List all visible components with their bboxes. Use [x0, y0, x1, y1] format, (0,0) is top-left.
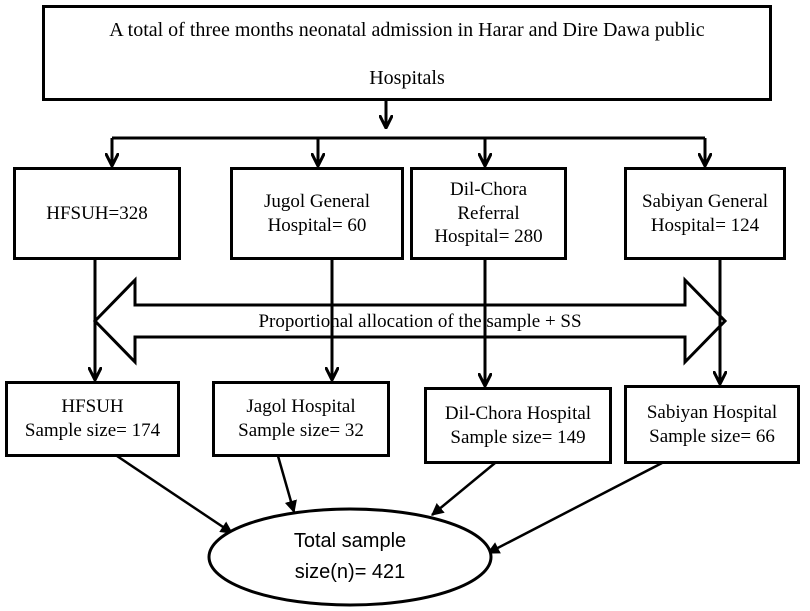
sample-box-jagol: Jagol Hospital Sample size= 32	[212, 381, 390, 457]
allocation-double-arrow	[92, 276, 728, 366]
sample-box-line: HFSUH	[61, 396, 124, 418]
hospital-box-line: Dil-Chora	[449, 178, 528, 200]
hospital-box-hfsuh: HFSUH=328	[13, 167, 181, 260]
hospital-box-line: Hospital= 60	[267, 214, 367, 236]
sample-box-line: Sample size= 149	[450, 426, 586, 448]
total-admission-line-1: A total of three months neonatal admissi…	[109, 19, 705, 41]
sample-box-sabiyan: Sabiyan Hospital Sample size= 66	[624, 385, 800, 464]
sample-box-hfsuh: HFSUH Sample size= 174	[5, 381, 180, 457]
converge-arrow-1	[116, 454, 234, 535]
converge-arrow-4	[486, 461, 663, 555]
total-sample-line-1: Total sample	[293, 530, 407, 552]
converge-arrow-3	[431, 462, 496, 516]
hospital-box-jugol: Jugol General Hospital= 60	[230, 167, 404, 260]
sample-box-line: Dil-Chora Hospital	[444, 402, 592, 424]
sample-box-line: Sample size= 66	[649, 425, 775, 447]
hospital-box-line: Jugol General	[263, 190, 371, 212]
converge-arrow-2	[276, 455, 297, 514]
total-sample-label: Total sample size(n)= 421	[209, 509, 491, 605]
total-sample-line-2: size(n)= 421	[294, 561, 406, 583]
hospital-box-line: Sabiyan General	[641, 190, 769, 212]
sample-box-dil-chora: Dil-Chora Hospital Sample size= 149	[424, 387, 612, 464]
hospital-box-dil-chora: Dil-Chora Referral Hospital= 280	[410, 167, 567, 260]
sample-box-line: Jagol Hospital	[246, 396, 356, 418]
allocation-label: Proportional allocation of the sample + …	[258, 311, 582, 332]
total-ellipse	[207, 507, 493, 607]
sample-box-line: Sample size= 174	[24, 420, 161, 441]
total-admission-box: A total of three months neonatal admissi…	[42, 5, 772, 101]
hospital-box-sabiyan: Sabiyan General Hospital= 124	[624, 167, 786, 260]
hospital-box-line: Hospital= 280	[434, 226, 543, 248]
hospital-box-line: Referral	[457, 202, 520, 224]
hospital-box-line: Hospital= 124	[650, 214, 760, 236]
total-admission-line-2: Hospitals	[369, 67, 445, 89]
hospital-box-line: HFSUH=328	[46, 202, 148, 224]
sample-box-line: Sample size= 32	[238, 420, 364, 441]
sample-box-line: Sabiyan Hospital	[646, 401, 778, 423]
